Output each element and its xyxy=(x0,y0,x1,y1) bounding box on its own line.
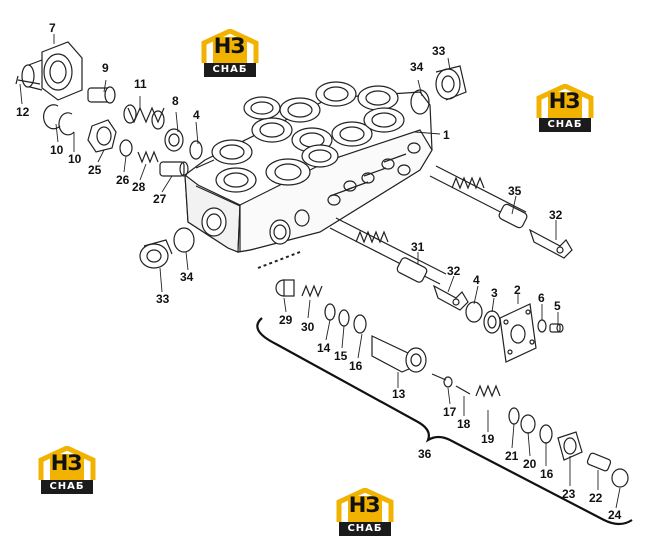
adjuster-part-23 xyxy=(557,431,583,461)
logo-wordmark: СНАБ xyxy=(204,63,256,77)
callout-25: 25 xyxy=(88,163,102,177)
leader-lines xyxy=(19,34,621,509)
callout-33-upper: 33 xyxy=(432,44,446,58)
callout-22: 22 xyxy=(589,491,603,505)
logo-wordmark: СНАБ xyxy=(41,480,93,494)
callout-31: 31 xyxy=(411,240,425,254)
oring-part-16b xyxy=(539,424,553,444)
clevis-part-32-upper xyxy=(528,228,573,259)
brand-logo-watermark: НЗ СНАБ xyxy=(37,446,97,496)
callout-18: 18 xyxy=(457,417,471,431)
oring-part-21 xyxy=(508,407,520,425)
pin-part-18 xyxy=(455,385,471,395)
callout-21: 21 xyxy=(505,449,519,463)
callout-24: 24 xyxy=(608,508,622,522)
callout-7: 7 xyxy=(49,21,56,35)
callout-4-lower: 4 xyxy=(473,273,480,287)
callout-8: 8 xyxy=(172,94,179,108)
cap-part-33-right xyxy=(435,65,467,101)
flange-part-7 xyxy=(21,41,83,101)
callout-29: 29 xyxy=(279,313,293,327)
callout-27: 27 xyxy=(153,192,167,206)
oring-part-4-right xyxy=(465,301,483,323)
nut-part-25 xyxy=(87,119,117,153)
spring-part-19 xyxy=(475,384,501,398)
plug-part-9 xyxy=(87,86,116,104)
oring-part-16a xyxy=(353,314,367,334)
callout-13: 13 xyxy=(392,387,406,401)
callout-30: 30 xyxy=(301,320,315,334)
logo-wordmark: СНАБ xyxy=(339,522,391,536)
body-part-13 xyxy=(371,335,427,373)
oring-part-14 xyxy=(324,303,336,321)
callout-1: 1 xyxy=(443,128,450,142)
callout-16-a: 16 xyxy=(349,359,363,373)
callout-3: 3 xyxy=(491,286,498,300)
cap-part-29 xyxy=(275,279,295,297)
callout-20: 20 xyxy=(523,457,537,471)
logo-monogram: НЗ xyxy=(548,89,581,113)
assembly-bracket-36 xyxy=(256,317,633,526)
callout-34-upper: 34 xyxy=(410,60,424,74)
spool-part-31 xyxy=(329,217,447,285)
callout-35: 35 xyxy=(508,184,522,198)
spring-part-11 xyxy=(123,104,165,130)
oring-part-34-right xyxy=(410,89,430,115)
callout-34-lower: 34 xyxy=(180,270,194,284)
callout-10-b: 10 xyxy=(68,152,82,166)
screw-part-5 xyxy=(549,323,564,333)
seal-part-20 xyxy=(520,414,536,434)
callout-10-a: 10 xyxy=(50,143,64,157)
callout-6: 6 xyxy=(538,291,545,305)
callout-5: 5 xyxy=(554,299,561,313)
callout-23: 23 xyxy=(562,487,576,501)
logo-monogram: НЗ xyxy=(213,34,246,58)
valve-body-part-1 xyxy=(184,81,433,253)
callout-17: 17 xyxy=(443,405,457,419)
screw-part-22 xyxy=(586,452,612,472)
ring-part-26 xyxy=(119,139,133,157)
callout-4-upper: 4 xyxy=(193,108,200,122)
callout-32-upper: 32 xyxy=(549,208,563,222)
sleeve-part-27 xyxy=(159,161,189,177)
callout-32-lower: 32 xyxy=(447,264,461,278)
logo-monogram: НЗ xyxy=(348,493,381,517)
cap-part-24 xyxy=(611,468,629,488)
callout-36: 36 xyxy=(418,447,432,461)
brand-logo-watermark: НЗ СНАБ xyxy=(200,29,260,79)
dashed-guide-line xyxy=(257,251,301,269)
cap-part-33-left xyxy=(139,239,173,269)
cover-plate-part-2 xyxy=(499,303,537,363)
callout-14: 14 xyxy=(317,341,331,355)
callout-15: 15 xyxy=(334,349,348,363)
callout-19: 19 xyxy=(481,432,495,446)
callout-12: 12 xyxy=(16,105,30,119)
callout-16-b: 16 xyxy=(540,467,554,481)
seal-part-8 xyxy=(164,128,184,152)
washers-part-10 xyxy=(43,104,75,136)
callout-26: 26 xyxy=(116,173,130,187)
washer-part-6 xyxy=(537,319,547,333)
oring-part-15 xyxy=(338,309,350,327)
brand-logo-watermark: НЗ СНАБ xyxy=(535,84,595,134)
logo-monogram: НЗ xyxy=(50,451,83,475)
brand-logo-watermark: НЗ СНАБ xyxy=(335,488,395,538)
logo-wordmark: СНАБ xyxy=(539,118,591,132)
callout-28: 28 xyxy=(132,180,146,194)
callout-9: 9 xyxy=(102,61,109,75)
spring-part-30 xyxy=(301,284,323,298)
callout-33-lower: 33 xyxy=(156,292,170,306)
oring-part-34-left xyxy=(173,227,195,253)
oring-part-4-left xyxy=(189,140,203,160)
bolt-part-12 xyxy=(15,75,41,85)
spring-part-28 xyxy=(137,150,159,164)
seal-part-3 xyxy=(483,310,501,334)
clevis-part-32-lower xyxy=(432,284,469,311)
spool-part-35 xyxy=(429,165,528,229)
poppet-part-17 xyxy=(431,373,453,388)
callout-11: 11 xyxy=(134,77,147,91)
callout-2: 2 xyxy=(514,283,521,297)
